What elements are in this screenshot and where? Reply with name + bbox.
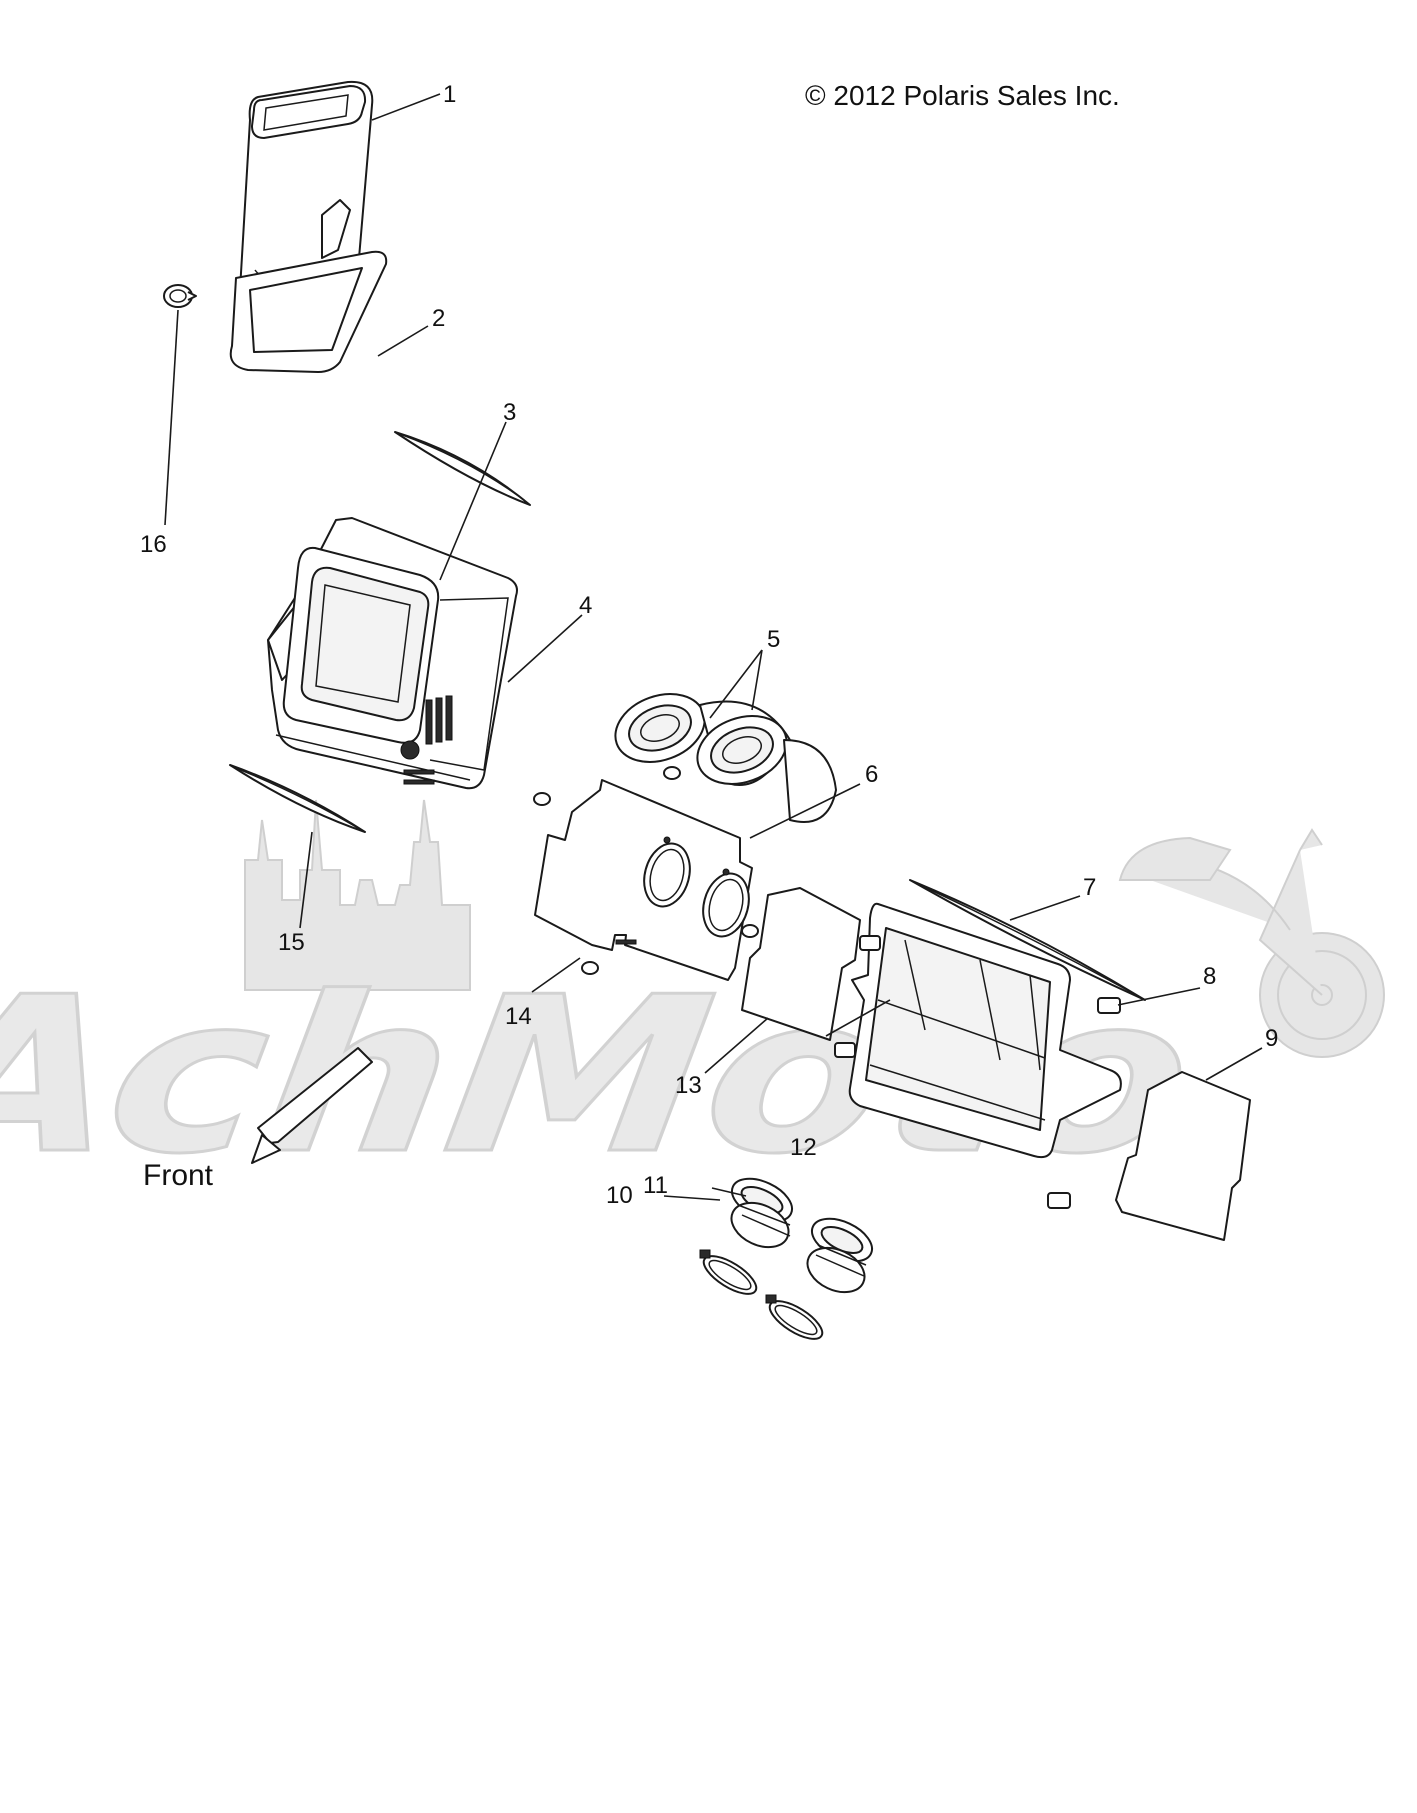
part-14-screws <box>533 766 759 975</box>
callout-labels: 1 2 3 4 5 6 7 8 9 10 11 12 13 14 15 16 <box>140 81 1278 1209</box>
front-label: Front <box>143 1159 214 1192</box>
part-4-airbox-cover <box>267 517 518 790</box>
part-8-grommets <box>834 935 1121 1209</box>
callout-2: 2 <box>432 305 445 332</box>
callout-14: 14 <box>505 1003 532 1030</box>
callout-1: 1 <box>443 81 456 108</box>
callout-8: 8 <box>1203 963 1216 990</box>
part-11-intake-boots <box>730 1177 873 1294</box>
watermark-motorcycle <box>1118 828 1385 1058</box>
callout-11: 11 <box>643 1172 668 1199</box>
callout-16: 16 <box>140 531 167 558</box>
callout-15: 15 <box>278 929 305 956</box>
part-12-airbox-base <box>848 902 1122 1159</box>
callout-10: 10 <box>606 1182 633 1209</box>
part-2-gasket <box>229 250 388 373</box>
callout-7: 7 <box>1083 874 1096 901</box>
callout-6: 6 <box>865 761 878 788</box>
part-10-clamps <box>699 1249 824 1340</box>
callout-13: 13 <box>675 1072 702 1099</box>
part-1-intake-boot <box>238 80 374 309</box>
decal-icons <box>400 695 453 785</box>
part-3-filter <box>394 431 531 506</box>
copyright-notice: © 2012 Polaris Sales Inc. <box>805 80 1120 111</box>
callout-4: 4 <box>579 592 592 619</box>
front-arrow: Front <box>143 1047 373 1192</box>
part-16-clamp <box>163 284 197 308</box>
callout-12: 12 <box>790 1134 817 1161</box>
watermark-skyline <box>244 799 471 991</box>
part-6-plate <box>534 779 753 981</box>
leader-lines <box>164 93 1263 1201</box>
callout-3: 3 <box>503 399 516 426</box>
callout-5: 5 <box>767 626 780 653</box>
callout-9: 9 <box>1265 1025 1278 1052</box>
part-9-foam <box>1115 1071 1251 1241</box>
part-15-filter <box>229 764 366 833</box>
part-13-gasket <box>741 887 861 1041</box>
